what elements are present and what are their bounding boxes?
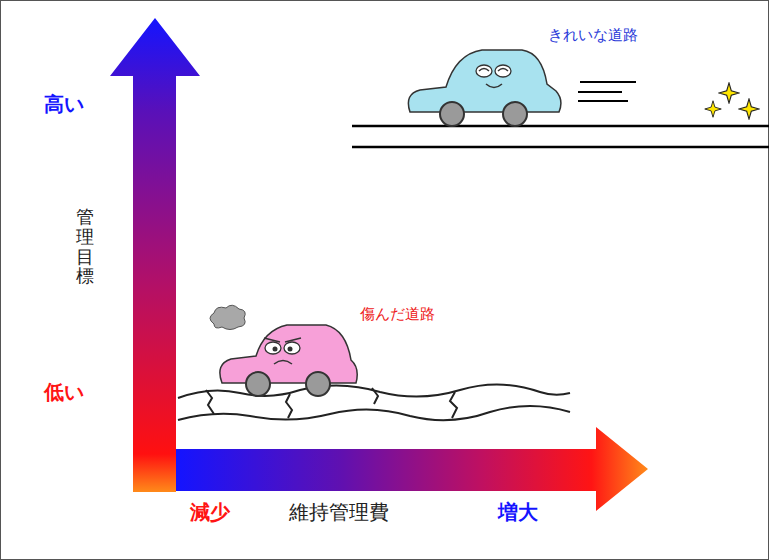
road-caption: きれいな道路 — [548, 26, 638, 44]
axis-title: 維持管理費 — [289, 500, 389, 524]
axis-low-label: 低い — [44, 380, 84, 404]
vertical-axis-arrow — [110, 18, 200, 492]
sad-car — [220, 325, 357, 396]
axis-title: 管理目標 — [76, 207, 94, 286]
exhaust-smoke — [210, 305, 245, 329]
axis-high-label: 高い — [44, 92, 84, 116]
damaged-road — [178, 384, 570, 420]
happy-car — [408, 50, 561, 126]
axis-increase-label: 増大 — [498, 500, 538, 524]
axis-decrease-label: 減少 — [190, 500, 230, 524]
sparkles — [705, 83, 759, 119]
clean-road — [352, 126, 769, 147]
speed-lines — [578, 82, 636, 101]
road-caption: 傷んだ道路 — [360, 305, 435, 323]
horizontal-axis-arrow — [176, 427, 648, 511]
